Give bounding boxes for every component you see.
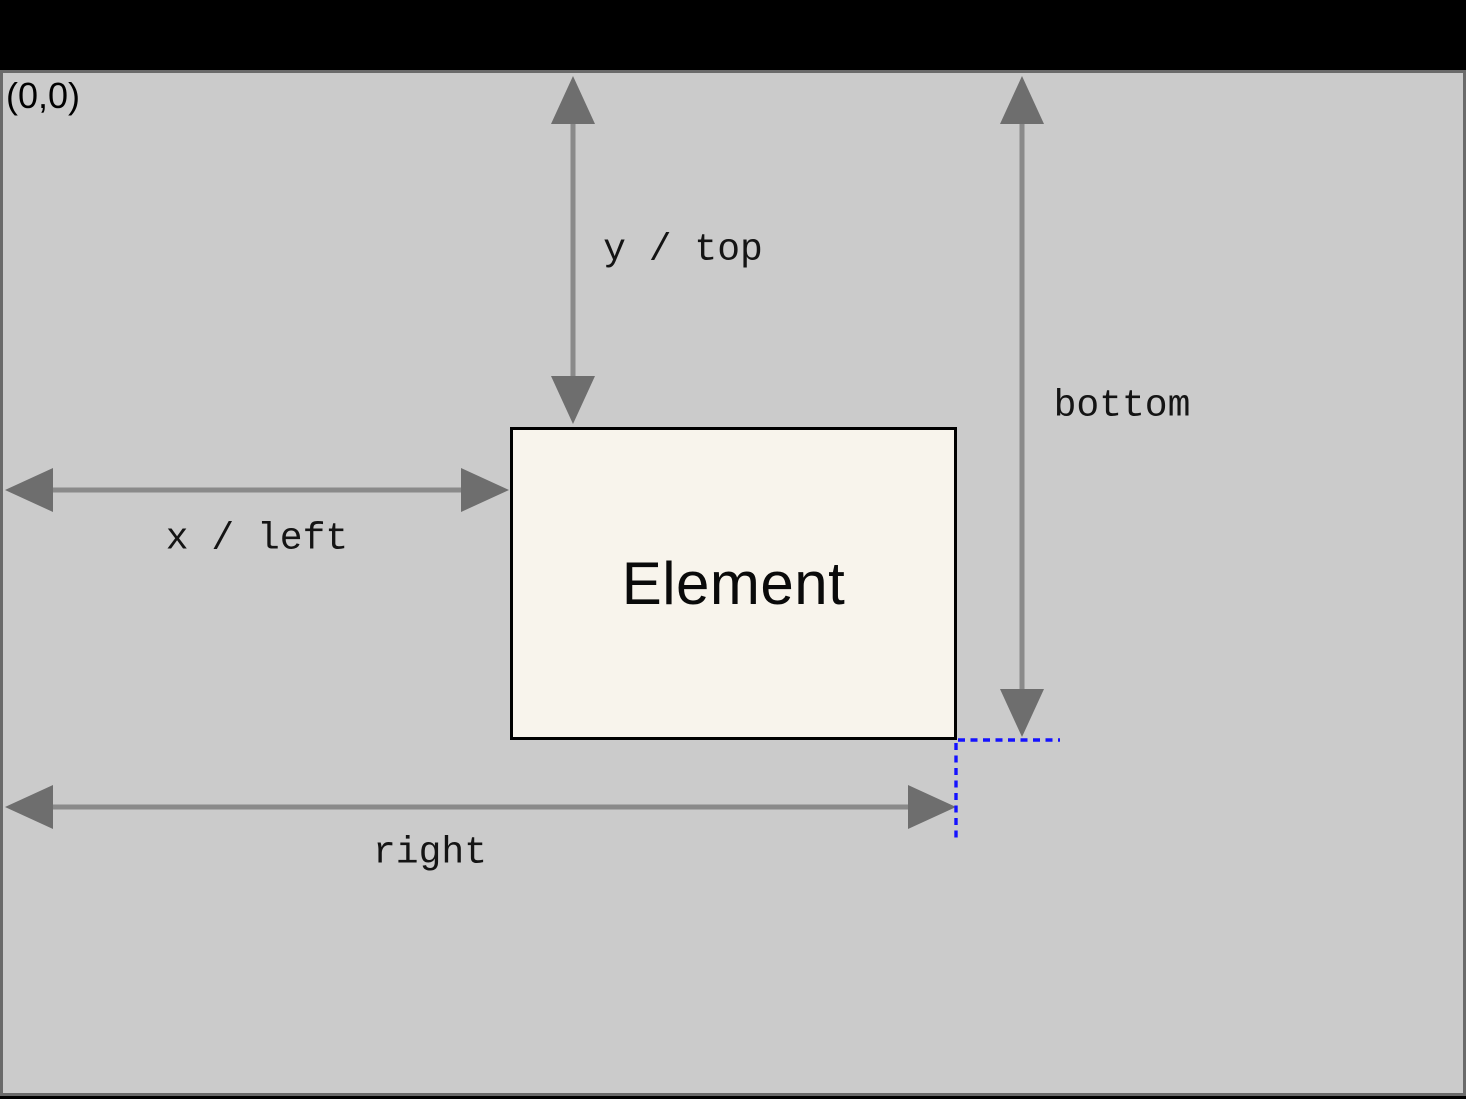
element-box: Element [510,427,957,740]
y-top-label: y / top [603,228,763,272]
top-black-bar [0,0,1466,70]
x-left-label: x / left [165,517,349,561]
right-label: right [372,831,488,875]
origin-coordinates-label: (0,0) [6,75,81,116]
element-label: Element [621,550,846,617]
bottom-label: bottom [1053,384,1191,428]
